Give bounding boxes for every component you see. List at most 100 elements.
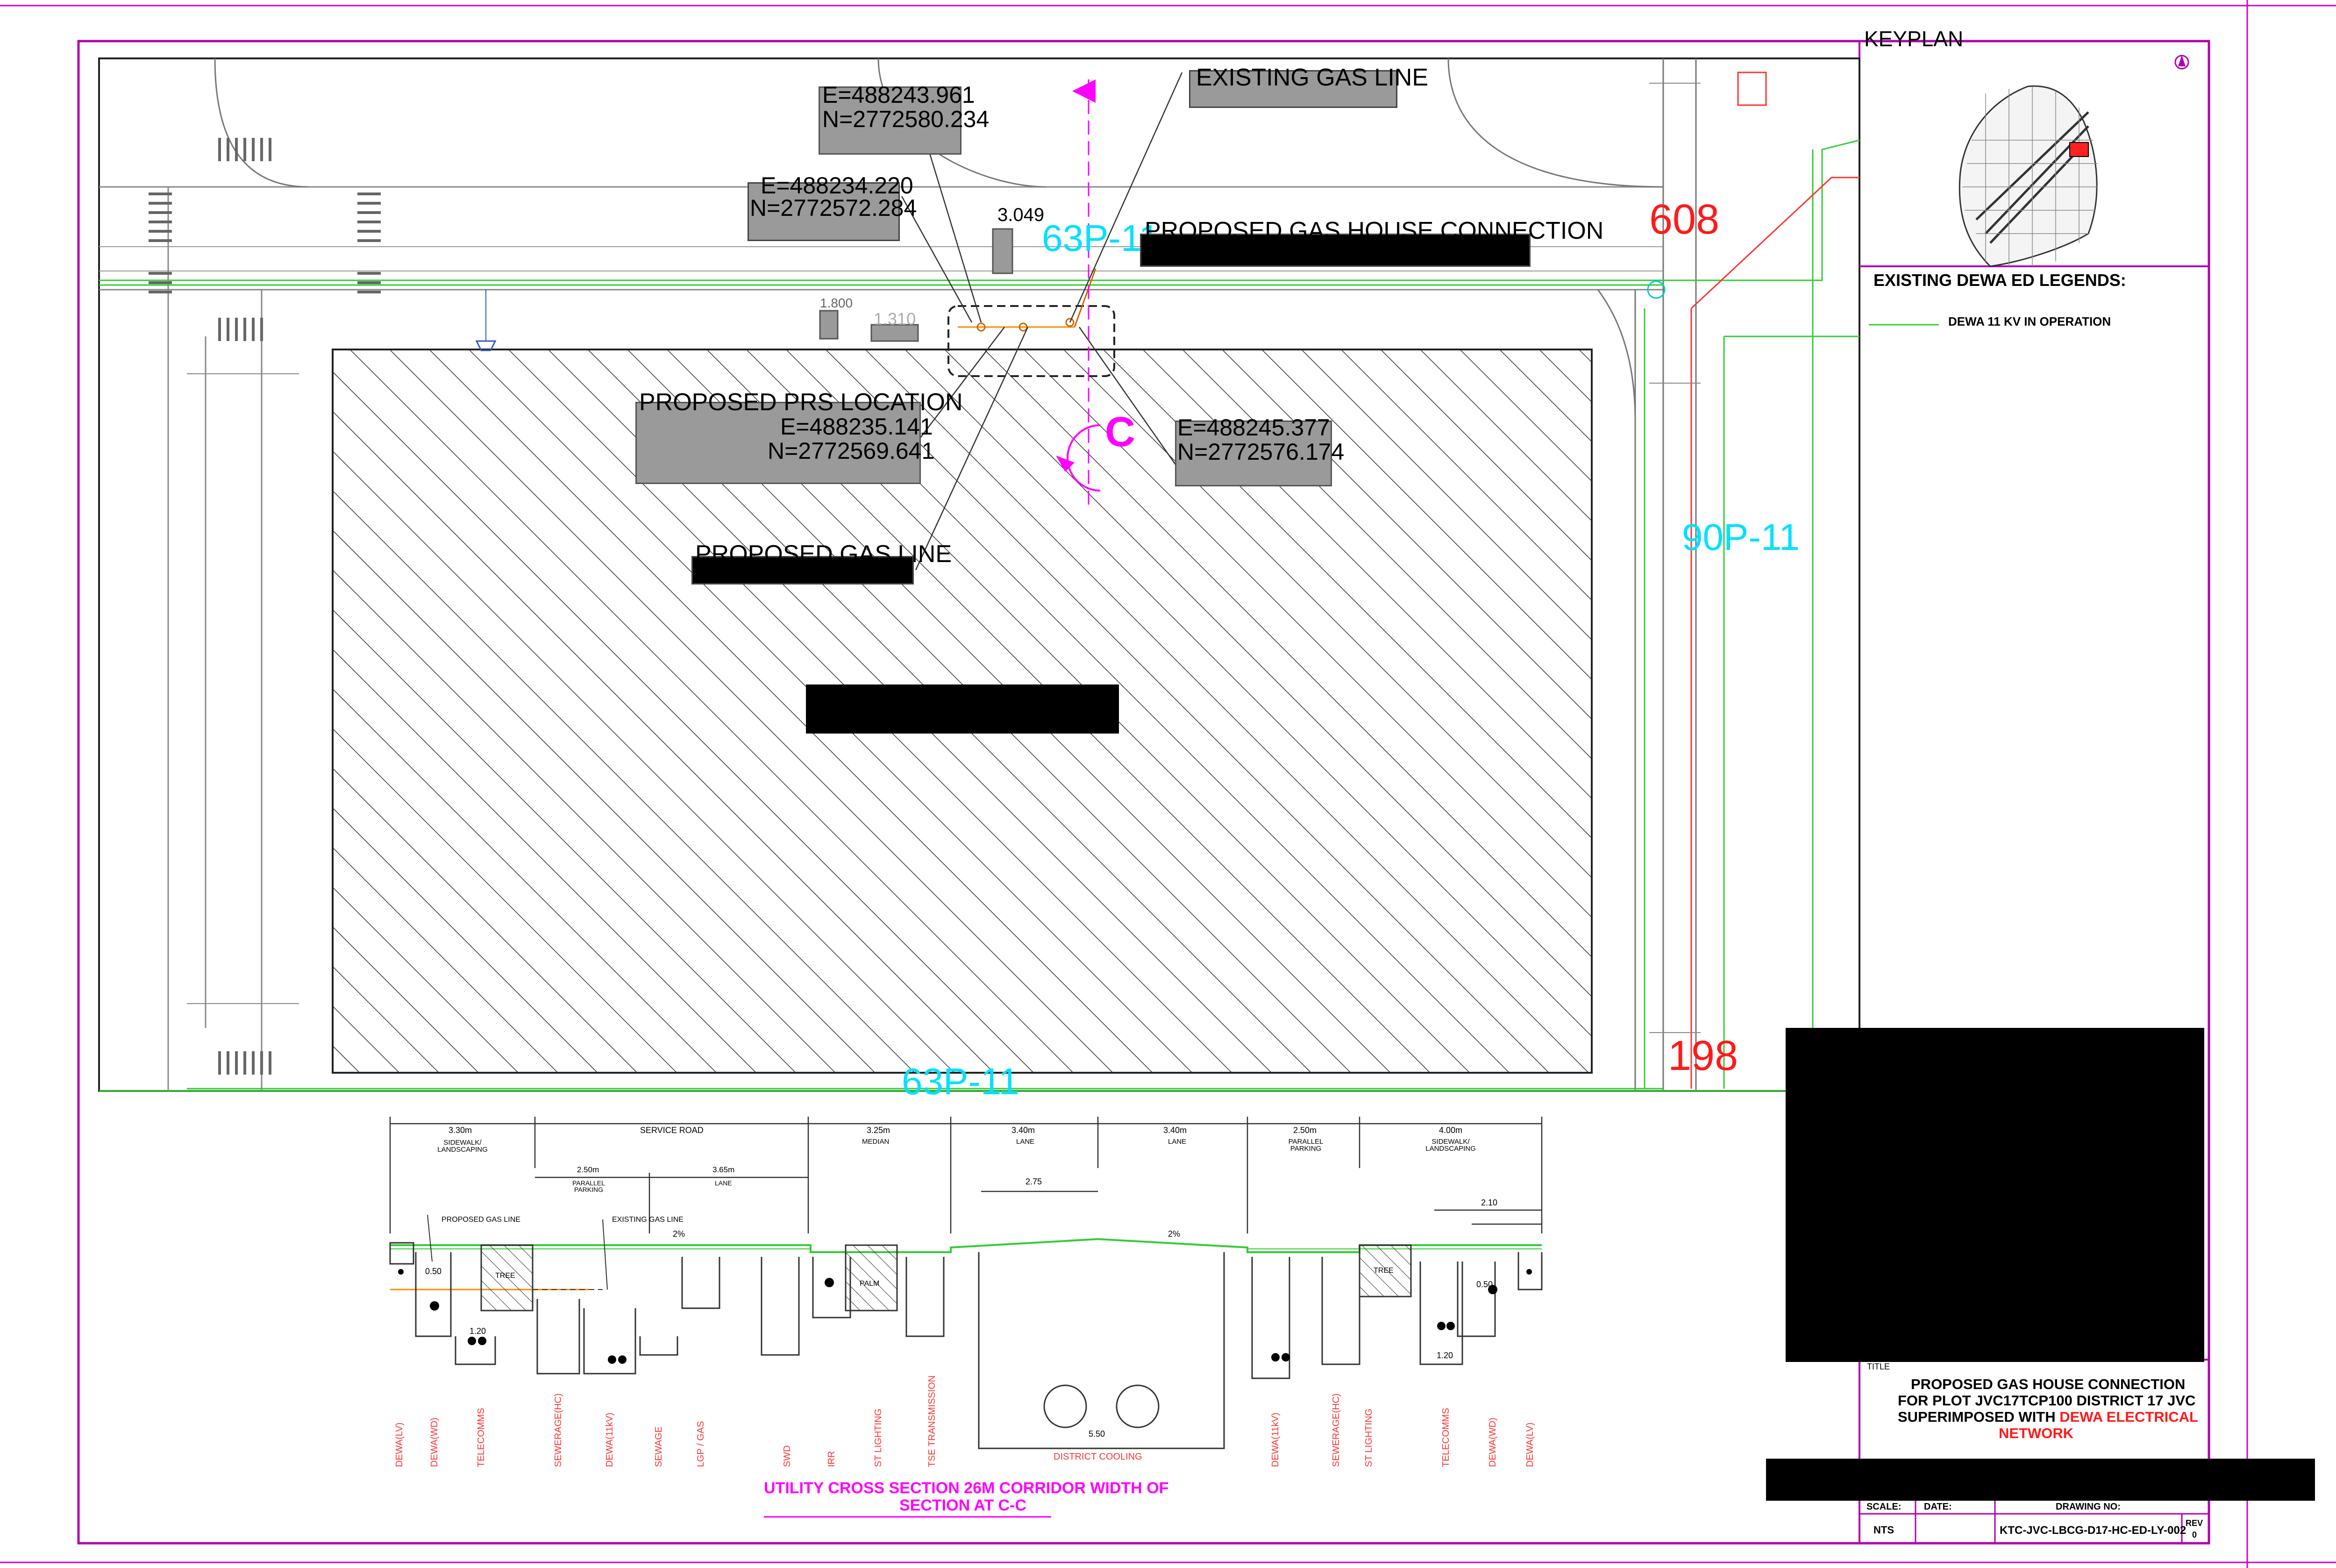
coord-a-n: N=2772580.234 (822, 106, 990, 132)
coord-c-e: E=488235.141 (780, 413, 933, 440)
utility-label: DEWA(WD) (429, 1418, 440, 1467)
plot-label-right: 90P-11 (1682, 516, 1800, 558)
title-line-4: NETWORK (1999, 1425, 2074, 1441)
existing-gas-callout (1189, 70, 1397, 108)
num-608: 608 (1649, 196, 1720, 243)
coord-c-n: N=2772569.641 (768, 438, 935, 464)
section-marker-letter: C (1105, 409, 1135, 456)
plot-label-bottom: 63P-11 (902, 1061, 1020, 1102)
rev-label: REV (2186, 1518, 2203, 1528)
redaction-notes (1786, 1028, 2204, 1362)
keyplan-title: KEYPLAN (1864, 27, 1964, 51)
utility-label: TELECOMMS (476, 1408, 486, 1467)
title-line-3a: SUPERIMPOSED WITH (1898, 1409, 2060, 1425)
prop-gas-line-label: PROPOSED GAS LINE (695, 541, 952, 568)
coord-box-d (1175, 421, 1332, 486)
drawing-number: KTC-JVC-LBCG-D17-HC-ED-LY-002 (2000, 1524, 2186, 1537)
coord-b-e: E=488234.220 (761, 172, 913, 199)
title-line-2: FOR PLOT JVC17TCP100 DISTRICT 17 JVC (1898, 1392, 2196, 1409)
section-slope-left: 2% (673, 1229, 685, 1239)
section-tree-left: TREE (495, 1272, 515, 1280)
section-sub-name-parking: PARALLEL PARKING (572, 1179, 605, 1193)
redaction-logo (1766, 1459, 2315, 1501)
utility-label: IRR (826, 1451, 837, 1467)
section-caption-underline (764, 1516, 1051, 1518)
section-dim-550: 5.50 (1089, 1429, 1105, 1439)
section-name-parking-right: PARALLEL PARKING (1288, 1138, 1324, 1153)
coord-box-a (819, 86, 961, 155)
section-top-dim-4: 3.40m (1011, 1126, 1035, 1135)
utility-label: DEWA(LV) (394, 1422, 405, 1467)
section-slope-right: 2% (1168, 1229, 1181, 1239)
section-name-lane-2: LANE (1168, 1138, 1187, 1146)
section-dim-050-left: 0.50 (425, 1267, 442, 1276)
section-top-dim-3: 3.25m (867, 1126, 890, 1135)
date-label: DATE: (1924, 1502, 1952, 1512)
section-name-sidewalk-right: SIDEWALK/ LANDSCAPING (1425, 1138, 1476, 1153)
dim-1800: 1.800 (820, 296, 853, 310)
utility-label: DEWA(LV) (1525, 1422, 1535, 1467)
title-line-1: PROPOSED GAS HOUSE CONNECTION (1911, 1376, 2186, 1392)
utility-label: TELECOMMS (1441, 1408, 1451, 1467)
coord-b-n: N=2772572.284 (750, 195, 917, 221)
utility-label: ST LIGHTING (873, 1408, 883, 1467)
drawing-no-label: DRAWING NO: (2056, 1502, 2121, 1512)
section-dim-120-left: 1.20 (470, 1326, 486, 1336)
rev-value: 0 (2192, 1530, 2197, 1539)
utility-label: TSE TRANSMISSION (927, 1375, 937, 1467)
coord-d-e: E=488245.377 (1177, 414, 1330, 441)
section-name-sidewalk-left: SIDEWALK/ LANDSCAPING (437, 1139, 488, 1154)
section-dim-050-right: 0.50 (1476, 1280, 1493, 1289)
section-top-dim-7: 4.00m (1439, 1126, 1463, 1135)
dim-1310: 1.310 (874, 309, 916, 328)
utility-label: SEWAGE (654, 1426, 664, 1467)
utility-label: LGP / GAS (696, 1421, 706, 1467)
title-label: TITLE (1867, 1362, 1890, 1371)
section-palm: PALM (860, 1280, 880, 1288)
utility-label: SEWERAGE(HC) (553, 1393, 563, 1467)
section-tree-right: TREE (1374, 1267, 1394, 1275)
section-caption-line-1: UTILITY CROSS SECTION 26M CORRIDOR WIDTH… (764, 1479, 1169, 1497)
title-line-3b: DEWA ELECTRICAL (2059, 1409, 2198, 1425)
prop-gas-line-callout (691, 556, 914, 584)
utility-label: DEWA(11kV) (605, 1412, 615, 1467)
utility-label: DEWA(WD) (1488, 1418, 1498, 1467)
section-dim-210: 2.10 (1481, 1198, 1498, 1207)
prop-connection-label: PROPOSED GAS HOUSE CONNECTION (1145, 217, 1604, 244)
section-sub-name-lane: LANE (715, 1179, 732, 1187)
section-caption-line-2: SECTION AT C-C (899, 1497, 1026, 1514)
section-name-lane-1: LANE (1016, 1138, 1035, 1146)
section-top-dim-2: SERVICE ROAD (640, 1126, 704, 1135)
section-dim-120-right: 1.20 (1437, 1351, 1453, 1360)
section-top-dim-1: 3.30m (449, 1126, 472, 1135)
title-line-3: SUPERIMPOSED WITH DEWA ELECTRICAL (1898, 1409, 2198, 1425)
existing-gas-label: EXISTING GAS LINE (1196, 64, 1429, 91)
section-proposed-gas-line: PROPOSED GAS LINE (442, 1216, 520, 1224)
section-top-dim-5: 3.40m (1163, 1126, 1187, 1135)
scale-value: NTS (1873, 1524, 1894, 1536)
utility-label: ST LIGHTING (1364, 1408, 1374, 1467)
num-198: 198 (1668, 1033, 1738, 1079)
section-existing-gas-line: EXISTING GAS LINE (612, 1216, 684, 1224)
utility-label: SEWERAGE(HC) (1331, 1393, 1341, 1467)
coord-box-b (748, 182, 900, 241)
utility-label: DISTRICT COOLING (1054, 1452, 1142, 1462)
legend-title: EXISTING DEWA ED LEGENDS: (1873, 271, 2126, 290)
coord-a-e: E=488243.961 (822, 82, 975, 108)
section-dim-275: 2.75 (1026, 1177, 1042, 1186)
legend-item-dewa-11kv: DEWA 11 KV IN OPERATION (1948, 314, 2111, 328)
cross-section (389, 1117, 1543, 1449)
scale-label: SCALE: (1866, 1502, 1902, 1512)
section-sub-dim-2: 3.65m (712, 1165, 735, 1174)
utility-label: SWD (782, 1445, 792, 1467)
utility-label: DEWA(11kV) (1270, 1412, 1281, 1467)
prop-connection-callout (1140, 234, 1531, 267)
section-name-median: MEDIAN (862, 1138, 890, 1146)
coord-d-n: N=2772576.174 (1177, 439, 1345, 465)
section-top-dim-6: 2.50m (1293, 1126, 1317, 1135)
prs-location-label: PROPOSED PRS LOCATION (639, 389, 963, 416)
dim-3049: 3.049 (997, 205, 1045, 225)
redaction-plot (806, 684, 1119, 734)
coord-box-c (635, 402, 921, 484)
section-sub-dim-1: 2.50m (577, 1165, 599, 1174)
